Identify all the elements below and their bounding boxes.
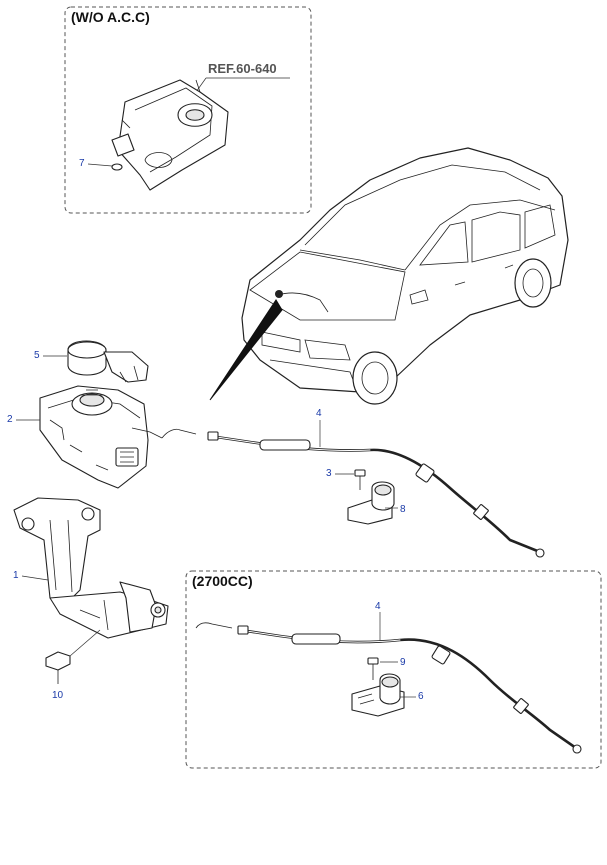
- svg-text:2: 2: [7, 414, 13, 425]
- svg-text:4: 4: [316, 408, 322, 419]
- svg-text:8: 8: [400, 504, 406, 515]
- callout-4-2700: 4: [375, 601, 381, 612]
- ref-label[interactable]: REF.60-640: [208, 61, 277, 76]
- location-pointer: [209, 299, 283, 401]
- svg-text:1: 1: [13, 570, 19, 581]
- callout-5: 5: [34, 350, 67, 361]
- svg-text:7: 7: [79, 158, 85, 169]
- callout-4-main: 4: [316, 408, 322, 419]
- callout-9: 9: [380, 657, 406, 668]
- install-point: [275, 290, 283, 298]
- panel-wo-acc: (W/O A.C.C) REF.60-640 7: [64, 6, 312, 214]
- part-1-bracket: [13, 497, 169, 657]
- ref-leader: [195, 77, 207, 93]
- panel-2700cc: (2700CC) 4 9: [185, 570, 602, 769]
- svg-text:10: 10: [52, 690, 64, 701]
- part-8-clip: [347, 481, 395, 525]
- callout-7: 7: [79, 158, 123, 171]
- callout-3: 3: [326, 468, 354, 479]
- part-2-actuator: [39, 385, 163, 489]
- callout-1: 1: [13, 570, 49, 581]
- callout-8: 8: [385, 504, 406, 515]
- svg-text:3: 3: [326, 468, 332, 479]
- part-5-cover: [67, 340, 149, 383]
- part-6-clip: [351, 673, 405, 717]
- panel-wo-acc-border: [64, 6, 312, 214]
- panel-wo-acc-title: (W/O A.C.C): [71, 9, 150, 25]
- part-7-grommet: [111, 163, 123, 171]
- part-9-bolt: [367, 657, 379, 680]
- vehicle-illustration: [209, 147, 569, 405]
- part-3-bolt: [354, 469, 366, 490]
- svg-text:5: 5: [34, 350, 40, 361]
- callout-6: 6: [400, 691, 424, 702]
- svg-text:4: 4: [375, 601, 381, 612]
- acc-bracket: [111, 79, 229, 191]
- svg-text:9: 9: [400, 657, 406, 668]
- part-10-bolt: [45, 651, 71, 684]
- callout-10: 10: [52, 690, 64, 701]
- svg-text:6: 6: [418, 691, 424, 702]
- part-4-cable-2700: [195, 612, 582, 754]
- part-4-cable-main: [161, 420, 545, 558]
- panel-2700cc-title: (2700CC): [192, 573, 253, 589]
- callout-2: 2: [7, 414, 40, 425]
- panel-2700cc-border: [185, 570, 602, 769]
